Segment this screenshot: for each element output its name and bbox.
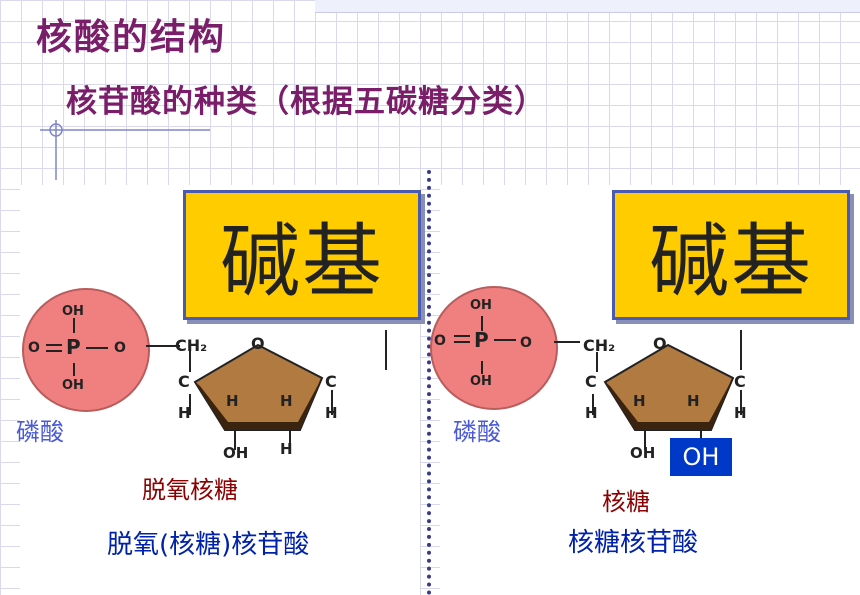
phosphate-o-right-right: O — [520, 335, 532, 351]
sugar-c1-right: C — [585, 372, 597, 391]
phosphate-oh-bottom-left: OH — [62, 378, 84, 393]
phosphate-oh-top-left: OH — [62, 304, 84, 319]
oh-highlight-box: OH — [670, 438, 732, 476]
phosphate-circle-left — [22, 288, 150, 412]
phosphate-oh-top-right: OH — [470, 298, 492, 313]
phosphate-bonds-right — [454, 316, 580, 374]
sugar-label-right: 核糖 — [602, 488, 650, 516]
base-box-left: 碱基 — [183, 190, 421, 320]
sugar-o-left: O — [251, 334, 265, 353]
sugar-c1-left: C — [178, 372, 190, 391]
sugar-ring-left — [189, 330, 387, 450]
sugar-h3-left: H — [280, 392, 293, 410]
phosphate-bonds-left — [46, 318, 180, 376]
sugar-h3-right: H — [687, 392, 700, 410]
crosshair-decoration — [40, 120, 210, 180]
sugar-c2-left: C — [325, 372, 337, 391]
page-title: 核酸的结构 — [36, 17, 227, 58]
sugar-ch2-left: CH₂ — [175, 336, 208, 355]
sugar-h5-left: H — [280, 440, 293, 458]
sugar-ch2-right: CH₂ — [583, 336, 616, 355]
sugar-h1-left: H — [178, 404, 191, 422]
center-divider — [427, 170, 431, 595]
sugar-o-right: O — [653, 334, 667, 353]
sugar-c2-right: C — [734, 372, 746, 391]
phosphate-p-left: P — [66, 335, 81, 359]
sugar-oh-left: OH — [223, 444, 249, 462]
page-subtitle: 核苷酸的种类（根据五碳糖分类） — [66, 84, 546, 120]
sugar-ring-right — [592, 330, 742, 450]
phosphate-label-left: 磷酸 — [16, 418, 64, 446]
phosphate-o-right-left: O — [114, 340, 126, 356]
phosphate-o-left-left: O — [28, 340, 40, 356]
sugar-h4-right: H — [734, 404, 747, 422]
sugar-h2-left: H — [226, 392, 239, 410]
sugar-h2-right: H — [633, 392, 646, 410]
top-decoration-bar — [315, 0, 860, 13]
phosphate-o-left-right: O — [434, 333, 446, 349]
phosphate-oh-bottom-right: OH — [470, 374, 492, 389]
phosphate-label-right: 磷酸 — [453, 418, 501, 446]
base-box-right: 碱基 — [612, 190, 850, 320]
nucleotide-label-right: 核糖核苷酸 — [568, 528, 699, 558]
sugar-oh-right: OH — [630, 444, 656, 462]
sugar-h4-left: H — [325, 404, 338, 422]
phosphate-circle-right — [430, 286, 558, 410]
nucleotide-label-left: 脱氧(核糖)核苷酸 — [107, 530, 310, 560]
sugar-h1-right: H — [585, 404, 598, 422]
sugar-label-left: 脱氧核糖 — [142, 476, 238, 504]
phosphate-p-right: P — [474, 328, 489, 352]
